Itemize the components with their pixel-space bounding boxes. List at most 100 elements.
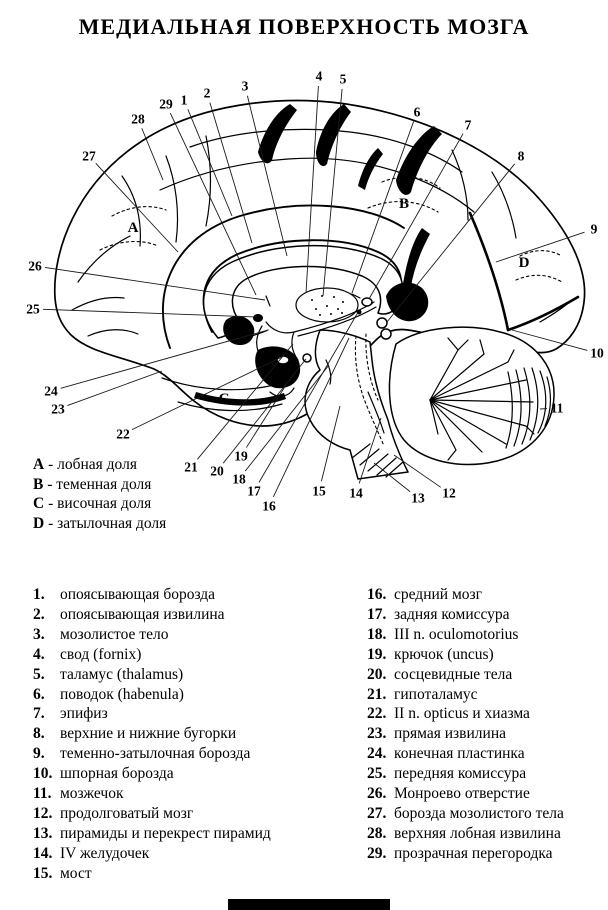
oculomotor-nerve — [325, 359, 332, 385]
sulcus-line — [159, 157, 475, 213]
callout-line-24 — [60, 329, 269, 389]
sulcus-line — [71, 296, 125, 311]
callout-line-7 — [368, 133, 464, 300]
lobe-legend: A - лобная доля B - теменная доля C - висо… — [33, 455, 166, 533]
black-sulcus — [194, 392, 286, 406]
superior-colliculus — [376, 317, 388, 329]
callout-line-1 — [187, 109, 233, 217]
sulcus-line — [205, 135, 212, 227]
callout-number-12: 12 — [442, 486, 456, 501]
splenium-black — [386, 282, 429, 322]
callout-number-24: 24 — [44, 384, 58, 399]
callout-number-21: 21 — [184, 460, 198, 475]
lobe-letter-D: D — [519, 255, 530, 271]
lobe-legend-item-B: B - теменная доля — [33, 475, 152, 493]
legend-item: 7.эпифиз — [33, 705, 108, 723]
foramen-of-monro — [265, 295, 271, 307]
callout-line-9 — [495, 231, 585, 263]
callout-number-15: 15 — [312, 484, 326, 499]
legend-item: 9.теменно-затылочная борозда — [33, 745, 251, 763]
legend-item: 13.пирамиды и перекрест пирамид — [33, 824, 271, 842]
sulcus-line — [189, 128, 463, 173]
legend-item: 23.прямая извилина — [367, 725, 506, 743]
lobe-letter-B: B — [399, 196, 409, 212]
callout-line-15 — [320, 405, 341, 482]
legend-item: 22.II n. opticus и хиазма — [367, 705, 530, 723]
lobe-letter-layer: A B C D — [128, 196, 530, 407]
callout-number-3: 3 — [242, 79, 249, 94]
lobe-letter-A: A — [128, 220, 139, 236]
inferior-colliculus — [380, 328, 392, 340]
callout-line-29 — [169, 112, 257, 296]
legend-item: 11.мозжечок — [33, 785, 124, 803]
callout-line-23 — [67, 370, 163, 406]
legend-item: 5.таламус (thalamus) — [33, 665, 184, 683]
callout-line-26 — [44, 267, 266, 301]
callout-number-25: 25 — [26, 302, 40, 317]
legend-item: 14.IV желудочек — [33, 844, 150, 862]
legend-item: 2.опоясывающая извилина — [33, 605, 225, 623]
legend-item: 8.верхние и нижние бугорки — [33, 725, 237, 743]
dotted-sulcus — [367, 201, 439, 213]
legend-item: 21.гипоталамус — [367, 685, 478, 703]
medulla-hatching — [351, 443, 404, 478]
callout-number-29: 29 — [159, 97, 173, 112]
sulcus-line — [451, 149, 469, 221]
callout-number-7: 7 — [465, 118, 472, 133]
uncus — [269, 387, 295, 397]
page-title: МЕДИАЛЬНАЯ ПОВЕРХНОСТЬ МОЗГА — [78, 14, 530, 39]
black-sulcus — [316, 104, 351, 167]
legend-item: 1.опоясывающая борозда — [33, 586, 216, 603]
posterior-commissure — [356, 309, 362, 315]
cerebellum — [388, 326, 555, 466]
lobe-letter-C: C — [219, 391, 230, 407]
callout-number-9: 9 — [591, 222, 598, 237]
legend-item: 17.задняя комиссура — [367, 605, 510, 623]
callout-number-11: 11 — [551, 401, 564, 416]
lobe-legend-item-C: C - височная доля — [33, 495, 152, 512]
callout-line-21 — [197, 343, 294, 460]
callout-line-17 — [258, 313, 358, 483]
callout-line-6 — [351, 121, 415, 294]
pineal-gland — [361, 297, 373, 307]
callout-number-13: 13 — [411, 491, 425, 506]
lobe-legend-item-A: A - лобная доля — [33, 456, 137, 473]
legend-item: 6.поводок (habenula) — [33, 685, 184, 703]
legend-item: 15.мост — [33, 864, 92, 882]
midline-structures — [202, 244, 429, 397]
cerebellum-folia-stripes — [505, 367, 552, 449]
callout-number-16: 16 — [262, 499, 276, 514]
callout-number-23: 23 — [51, 402, 65, 417]
hypothalamus-black — [255, 346, 301, 389]
aqueduct-dotted-line — [354, 335, 385, 447]
callout-number-10: 10 — [590, 346, 604, 361]
callout-number-26: 26 — [28, 259, 42, 274]
legend-item: 29.прозрачная перегородка — [367, 844, 553, 862]
legend-item: 19.крючок (uncus) — [367, 645, 494, 663]
callout-number-2: 2 — [204, 86, 211, 101]
callout-line-10 — [511, 329, 588, 351]
callout-line-27 — [95, 163, 179, 253]
callout-line-3 — [246, 95, 288, 257]
dotted-sulcus — [381, 176, 441, 189]
legend-column-left: 1.опоясывающая борозда 2.опоясывающая изв… — [33, 585, 363, 884]
dotted-sulcus — [515, 274, 563, 283]
legend-item: 3.мозолистое тело — [33, 625, 169, 643]
callout-number-14: 14 — [349, 486, 363, 501]
parieto-occipital-sulcus — [468, 211, 510, 332]
callout-number-18: 18 — [232, 472, 246, 487]
legend-item: 28.верхняя лобная извилина — [367, 824, 561, 842]
callout-number-4: 4 — [316, 69, 323, 84]
callout-number-8: 8 — [518, 149, 525, 164]
callout-number-22: 22 — [116, 427, 130, 442]
callout-number-28: 28 — [131, 112, 145, 127]
fourth-ventricle-line — [367, 391, 385, 434]
legend-item: 27.борозда мозолистого тела — [367, 804, 564, 822]
legend-item: 25.передняя комиссура — [367, 765, 527, 783]
habenula — [351, 293, 361, 299]
callout-line-20 — [222, 358, 307, 464]
lobe-legend-item-D: D - затылочная доля — [33, 514, 167, 532]
callout-line-5 — [322, 88, 343, 297]
callout-line-14 — [358, 417, 382, 484]
